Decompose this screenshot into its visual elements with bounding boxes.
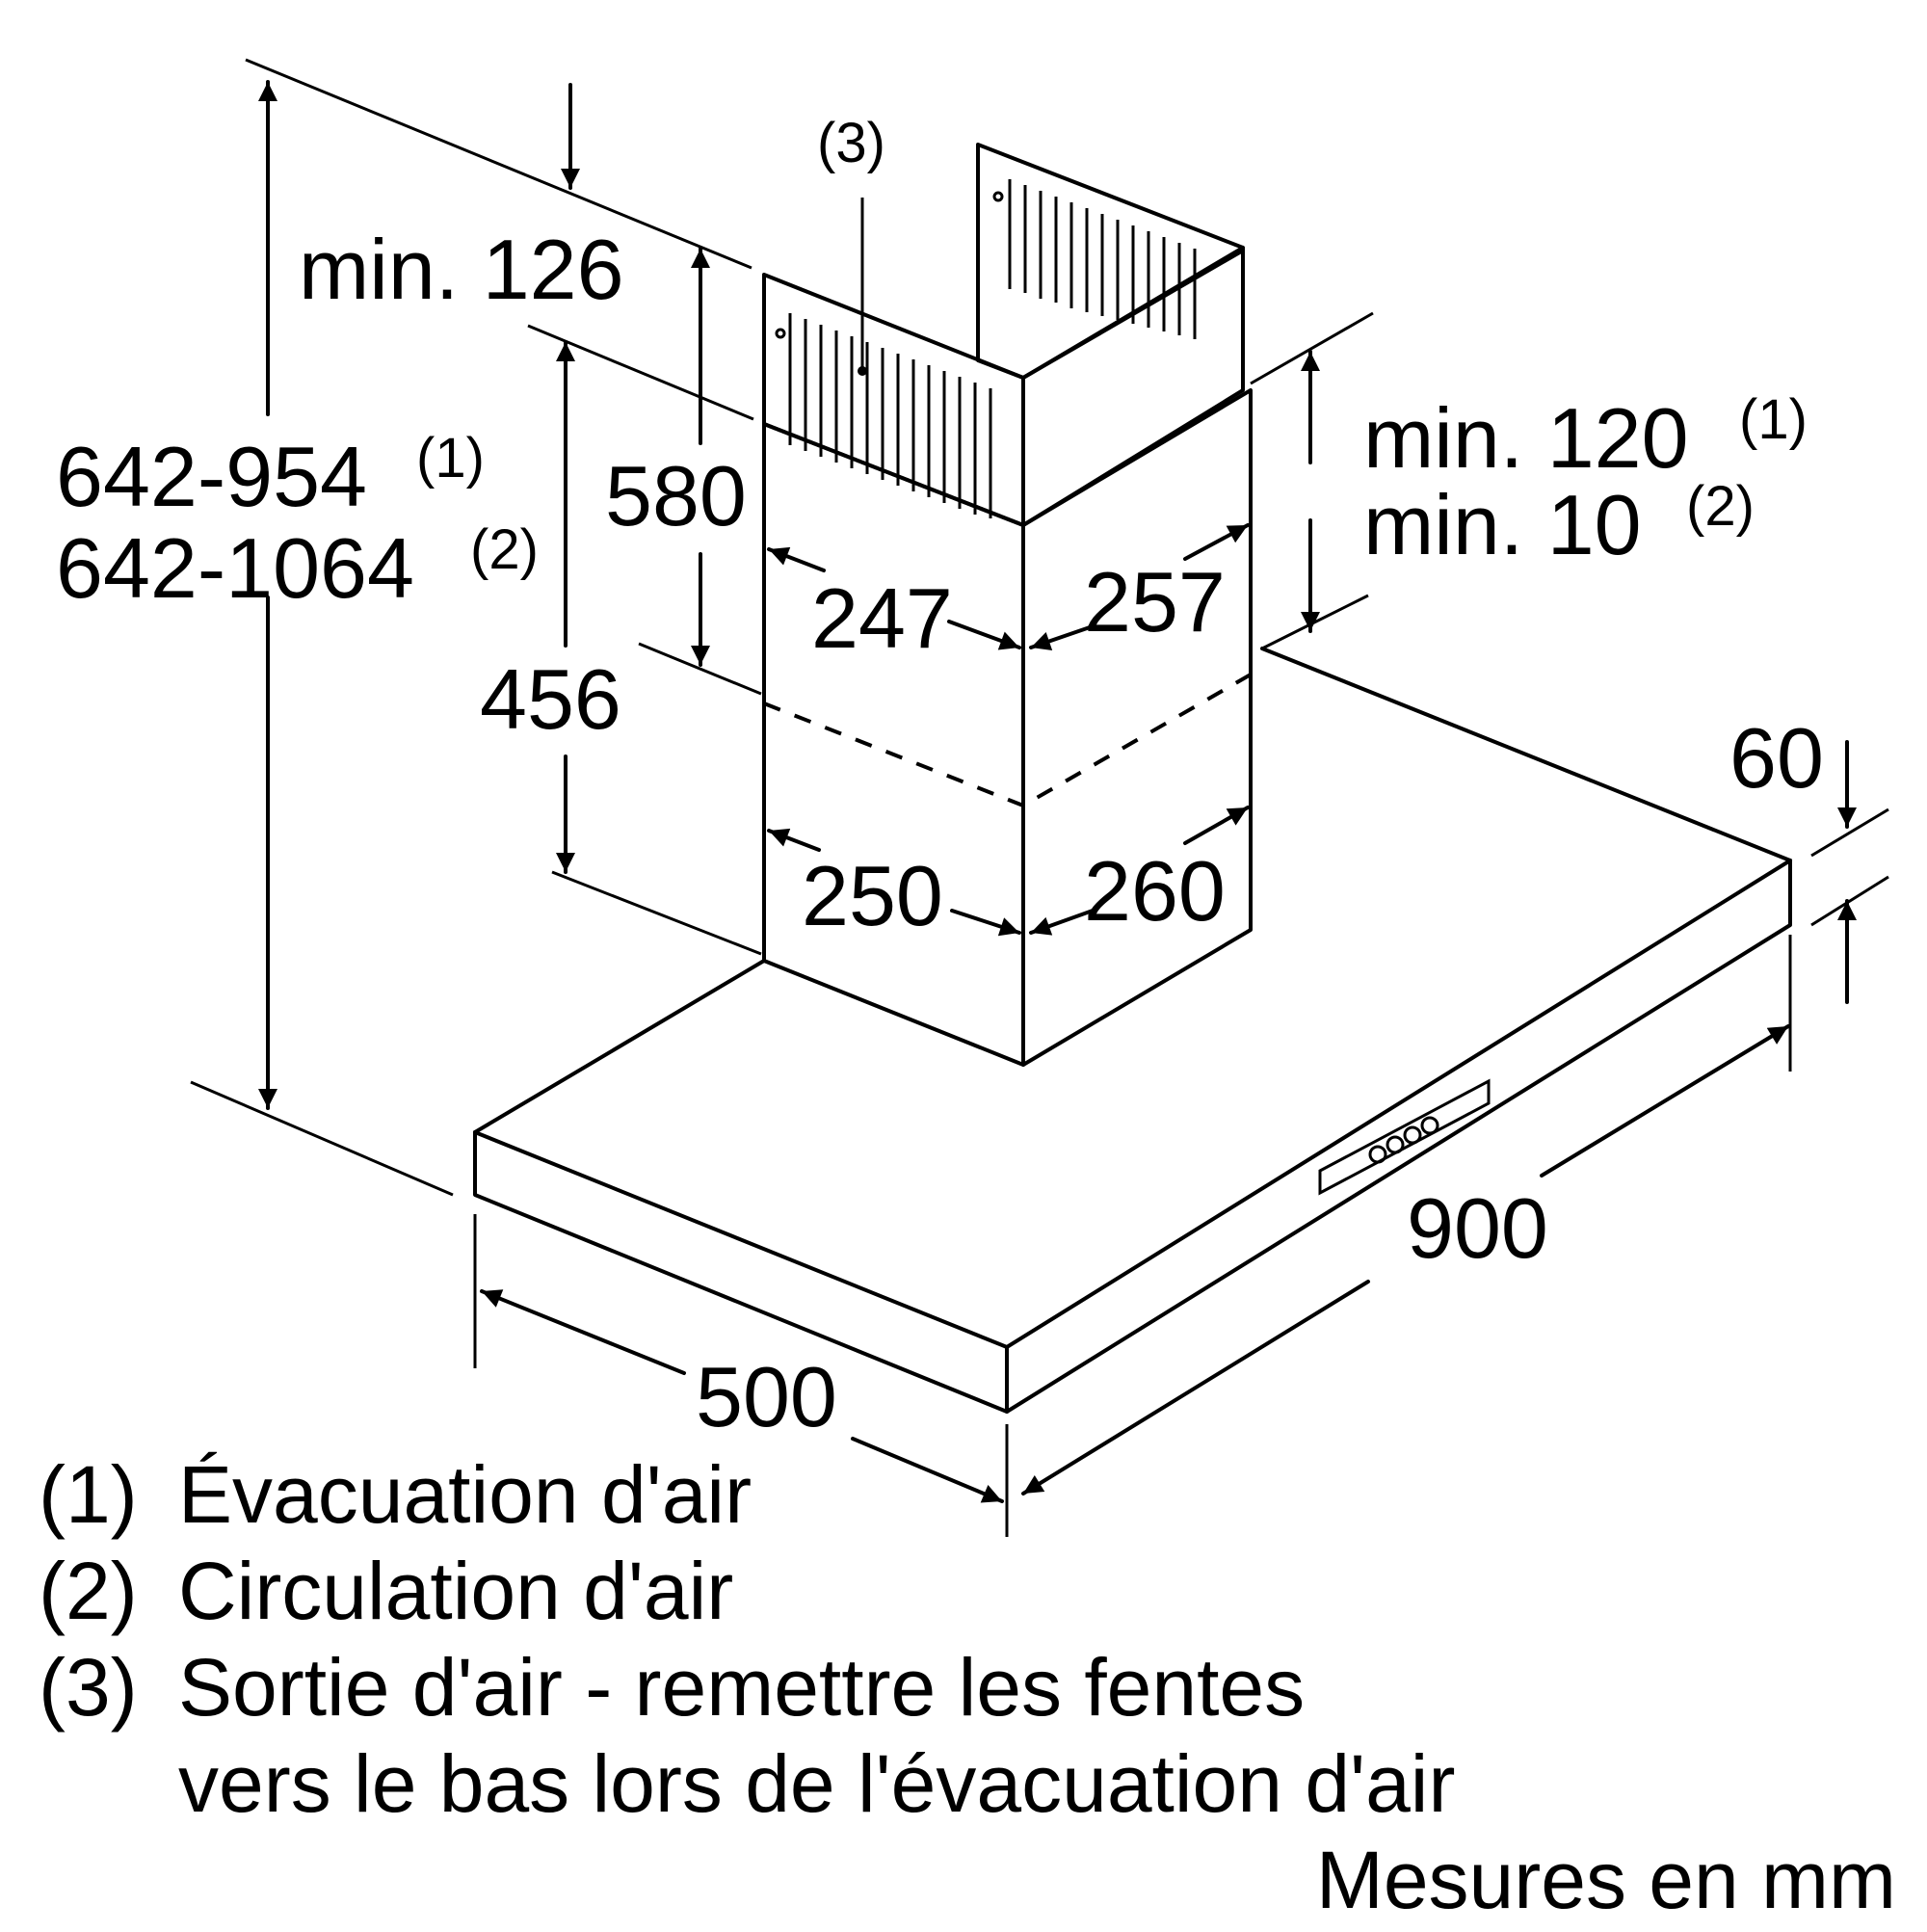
legend-num-1: (1) bbox=[39, 1449, 138, 1540]
dimension-labels: (3) min. 126 642-954 (1) 642-1064 (2) 58… bbox=[56, 112, 1824, 1444]
control-panel bbox=[1318, 1078, 1491, 1196]
min-gap-2-label: min. 10 bbox=[1363, 477, 1642, 572]
min-gap-1-note: (1) bbox=[1739, 388, 1808, 451]
legend-text-2: Circulation d'air bbox=[178, 1546, 733, 1636]
legend-num-3: (3) bbox=[39, 1642, 138, 1733]
upper-depth-label: 247 bbox=[811, 570, 953, 666]
units-note: Mesures en mm bbox=[1316, 1835, 1896, 1925]
min-gap-2-note: (2) bbox=[1686, 475, 1755, 538]
chimney-lower-height-label: 456 bbox=[480, 651, 621, 747]
legend: (1) Évacuation d'air (2) Circulation d'a… bbox=[39, 1449, 1896, 1925]
chimney-upper bbox=[762, 143, 1245, 527]
min-gap-1-label: min. 120 bbox=[1363, 390, 1689, 486]
chimney-lower bbox=[762, 388, 1253, 1067]
canopy-thickness-label: 60 bbox=[1729, 710, 1824, 806]
chimney-upper-height-label: 580 bbox=[605, 448, 747, 543]
canopy-depth-label: 500 bbox=[696, 1349, 837, 1444]
callout-3-label: (3) bbox=[817, 112, 885, 174]
dimension-lines bbox=[190, 58, 1889, 1537]
legend-text-3: Sortie d'air - remettre les fentes bbox=[178, 1642, 1305, 1733]
height-range-2-note: (2) bbox=[470, 518, 539, 581]
legend-text-1: Évacuation d'air bbox=[178, 1449, 752, 1540]
canopy bbox=[473, 647, 1792, 1414]
height-range-2-label: 642-1064 bbox=[56, 520, 414, 616]
lower-depth-label: 250 bbox=[802, 848, 943, 943]
lower-width-label: 260 bbox=[1084, 843, 1226, 939]
min-126-label: min. 126 bbox=[299, 222, 624, 317]
vent-slots-front bbox=[775, 313, 992, 518]
legend-text-3-cont: vers le bas lors de l'évacuation d'air bbox=[178, 1738, 1455, 1829]
canopy-width-label: 900 bbox=[1407, 1180, 1548, 1276]
height-range-1-note: (1) bbox=[416, 427, 485, 490]
legend-num-2: (2) bbox=[39, 1546, 138, 1636]
height-range-1-label: 642-954 bbox=[56, 429, 367, 524]
upper-width-label: 257 bbox=[1084, 554, 1226, 649]
vent-slots-back bbox=[992, 179, 1197, 339]
